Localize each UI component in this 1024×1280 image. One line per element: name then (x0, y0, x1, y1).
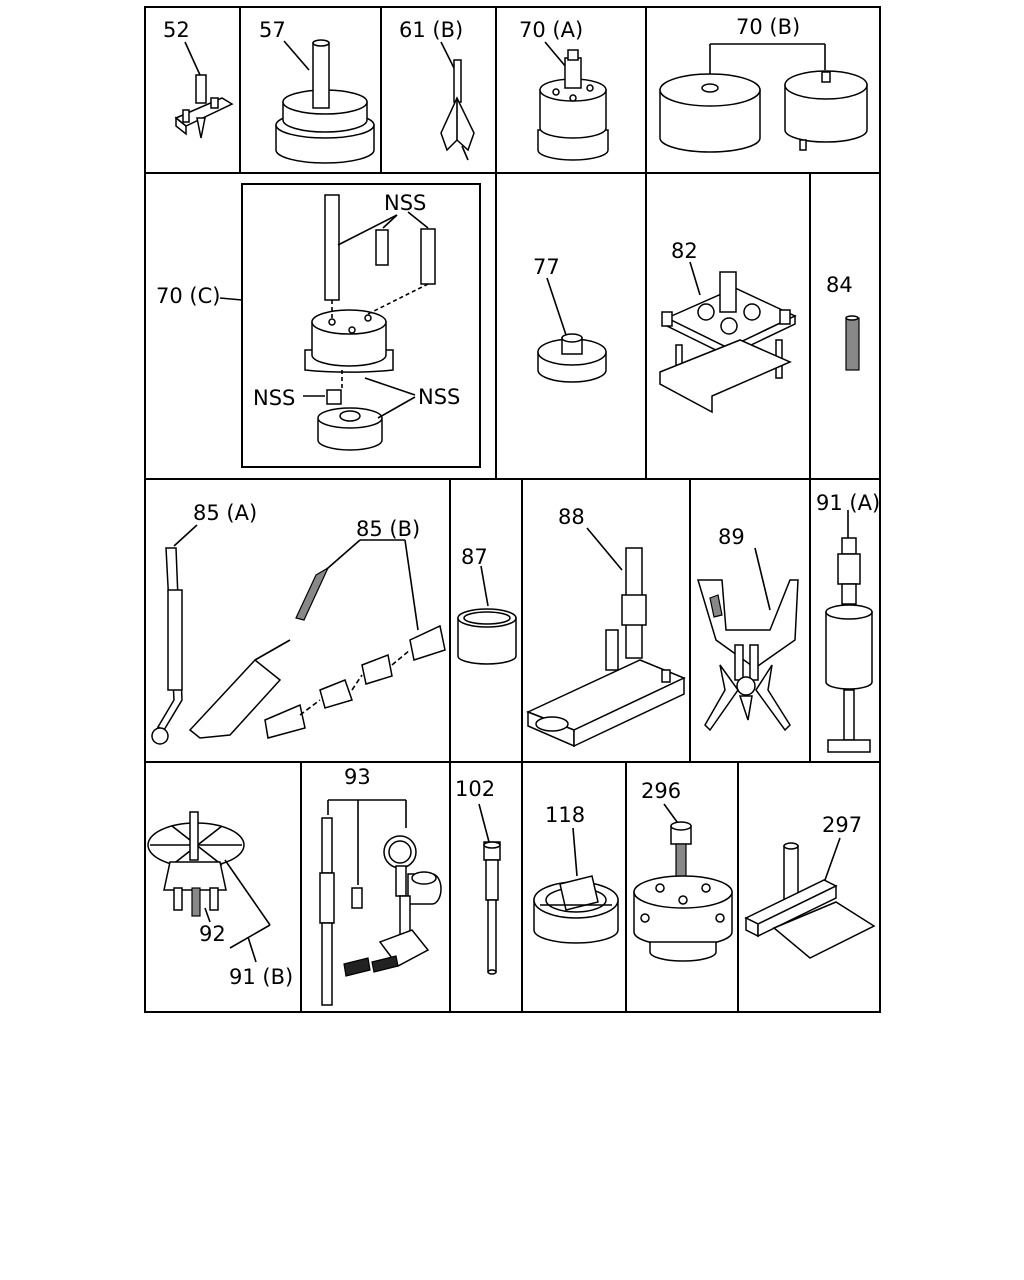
label-61b: 61 (B) (399, 18, 463, 42)
label-70b: 70 (B) (736, 15, 800, 39)
tool-88-drawing (526, 527, 686, 748)
tool-61b-drawing (440, 41, 475, 161)
label-nss-right: NSS (418, 385, 460, 409)
label-85a: 85 (A) (193, 501, 257, 525)
label-70a: 70 (A) (519, 18, 583, 42)
tool-70b-drawing (659, 43, 868, 153)
tool-102-drawing (478, 803, 501, 975)
label-85b: 85 (B) (356, 517, 420, 541)
tool-91b-92-drawing (147, 811, 271, 963)
tool-77-drawing (537, 277, 607, 383)
tool-52-drawing (174, 41, 234, 139)
diagram-grid (144, 6, 881, 1013)
tool-297-drawing (744, 837, 876, 959)
label-84: 84 (826, 273, 853, 297)
label-57: 57 (259, 18, 286, 42)
label-296: 296 (641, 779, 681, 803)
tool-93-drawing (319, 799, 442, 1006)
tool-91a-drawing (825, 510, 873, 753)
label-91b: 91 (B) (229, 965, 293, 989)
tool-118-drawing (533, 827, 619, 944)
label-297: 297 (822, 813, 862, 837)
label-nss-top: NSS (384, 191, 426, 215)
label-92: 92 (199, 922, 226, 946)
tool-85-drawing (151, 524, 446, 745)
label-88: 88 (558, 505, 585, 529)
label-77: 77 (533, 255, 560, 279)
label-93: 93 (344, 765, 371, 789)
label-102: 102 (455, 777, 495, 801)
tool-296-drawing (633, 803, 733, 962)
label-89: 89 (718, 525, 745, 549)
tool-87-drawing (457, 565, 517, 665)
tool-84-drawing (845, 315, 860, 371)
tool-70c-drawing (219, 194, 436, 451)
label-nss-left: NSS (253, 386, 295, 410)
tool-57-drawing (275, 39, 375, 164)
label-118: 118 (545, 803, 585, 827)
label-82: 82 (671, 239, 698, 263)
tool-89-drawing (696, 547, 799, 732)
label-91a: 91 (A) (816, 491, 880, 515)
label-52: 52 (163, 18, 190, 42)
label-70c: 70 (C) (156, 284, 220, 308)
tool-70a-drawing (537, 41, 609, 161)
tool-82-drawing (659, 261, 797, 414)
label-87: 87 (461, 545, 488, 569)
